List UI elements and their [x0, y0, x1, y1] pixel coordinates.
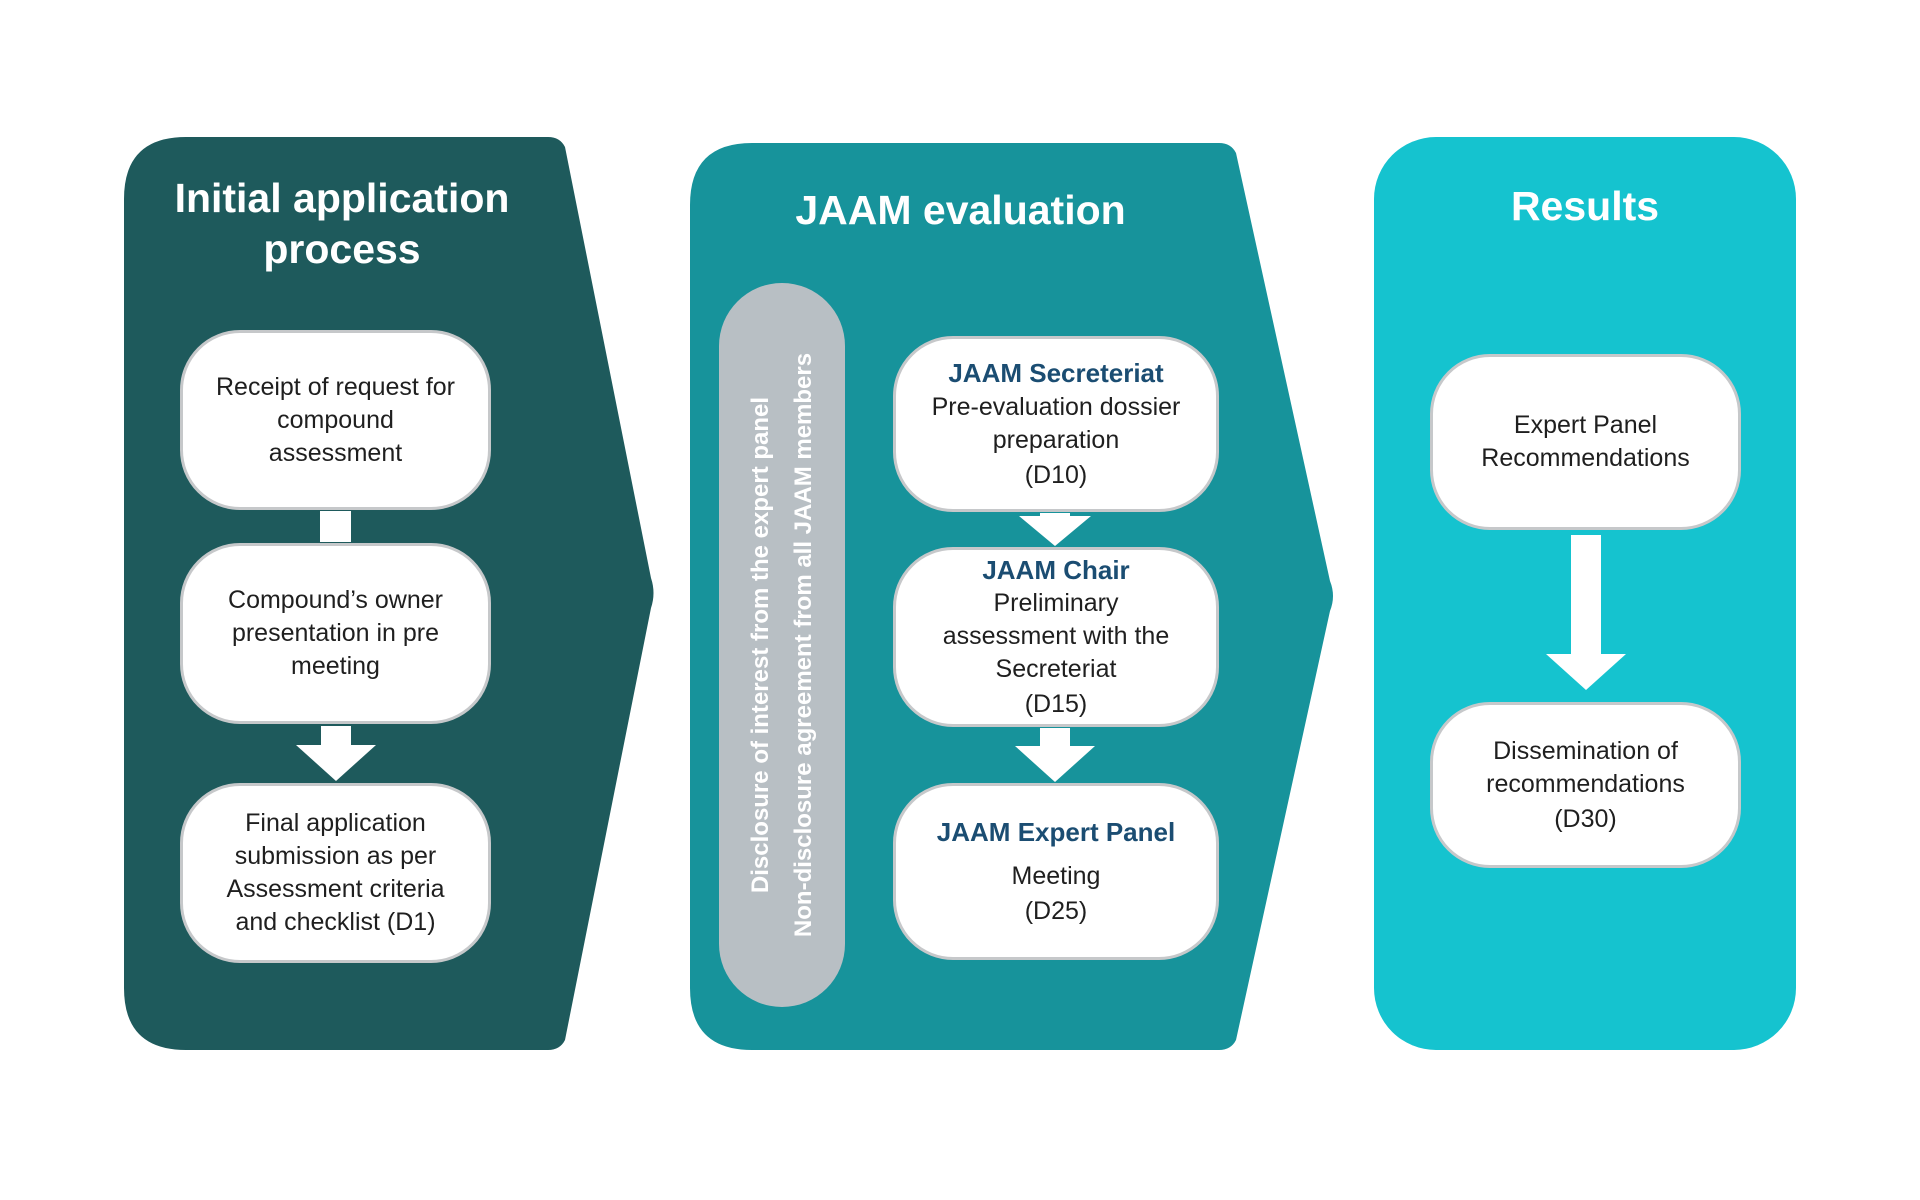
step-text: Meeting: [1011, 861, 1101, 890]
step-text: Dissemination of recommendations: [1486, 736, 1685, 798]
arrow-head: [1546, 654, 1626, 690]
down-arrow: [1546, 535, 1626, 690]
step-text: Receipt of request for compound assessme…: [215, 372, 455, 467]
step-heading: JAAM Secreteriat: [948, 358, 1164, 389]
step-final-application-submission: Final application submission as per Asse…: [180, 783, 491, 963]
arrow-stem: [1571, 535, 1601, 654]
arrow-head: [1019, 516, 1091, 546]
panel-title: Results: [1510, 183, 1660, 229]
step-text: Compound’s owner presentation in pre mee…: [228, 586, 443, 680]
step-day: (D10): [1024, 460, 1088, 489]
panel-title: JAAM evaluation: [795, 187, 1126, 233]
down-arrow: [1015, 728, 1095, 782]
step-text: Preliminary assessment with the Secreter…: [942, 589, 1170, 684]
step-jaam-chair: JAAM Chair Preliminary assessment with t…: [893, 547, 1219, 727]
step-jaam-expert-panel: JAAM Expert Panel Meeting (D25): [893, 783, 1219, 960]
step-text: Final application submission as per Asse…: [226, 809, 445, 936]
step-day: (D30): [1554, 804, 1617, 833]
down-connector: [320, 511, 351, 542]
arrow-stem: [321, 726, 351, 745]
arrow-stem: [1040, 513, 1070, 516]
step-day: (D25): [1024, 896, 1088, 925]
arrow-head: [296, 745, 376, 781]
disclosure-note-text: Disclosure of interest from the expert p…: [739, 300, 825, 990]
arrow-stem: [1040, 728, 1070, 746]
disclosure-line: Disclosure of interest from the expert p…: [746, 396, 774, 894]
down-arrow: [296, 726, 376, 781]
down-arrow: [1015, 513, 1095, 546]
non-disclosure-line: Non-disclosure agreement from all JAAM m…: [790, 352, 817, 938]
step-dissemination-of-recommendations: Dissemination of recommendations (D30): [1430, 702, 1741, 868]
step-text: Expert Panel Recommendations: [1481, 411, 1690, 472]
step-expert-panel-recommendations: Expert Panel Recommendations: [1430, 354, 1741, 530]
step-day: (D15): [1024, 690, 1088, 719]
panel-results: Results Expert Panel Recommendations Dis…: [1374, 137, 1796, 1050]
step-jaam-secretariat: JAAM Secreteriat Pre-evaluation dossier …: [893, 336, 1219, 512]
panel-initial-application-process: Initial application process Receipt of r…: [124, 137, 660, 1050]
arrow-head: [1015, 746, 1095, 782]
panel-title: Initial application process: [174, 175, 510, 273]
step-compound-owner-presentation: Compound’s owner presentation in pre mee…: [180, 543, 491, 724]
disclosure-note-pill: Disclosure of interest from the expert p…: [719, 283, 845, 1007]
step-heading: JAAM Chair: [982, 554, 1130, 585]
step-receipt-of-request: Receipt of request for compound assessme…: [180, 330, 491, 510]
panel-jaam-evaluation: JAAM evaluation Disclosure of interest f…: [690, 143, 1336, 1050]
step-text: Pre-evaluation dossier preparation: [931, 392, 1181, 454]
step-heading: JAAM Expert Panel: [936, 817, 1176, 848]
